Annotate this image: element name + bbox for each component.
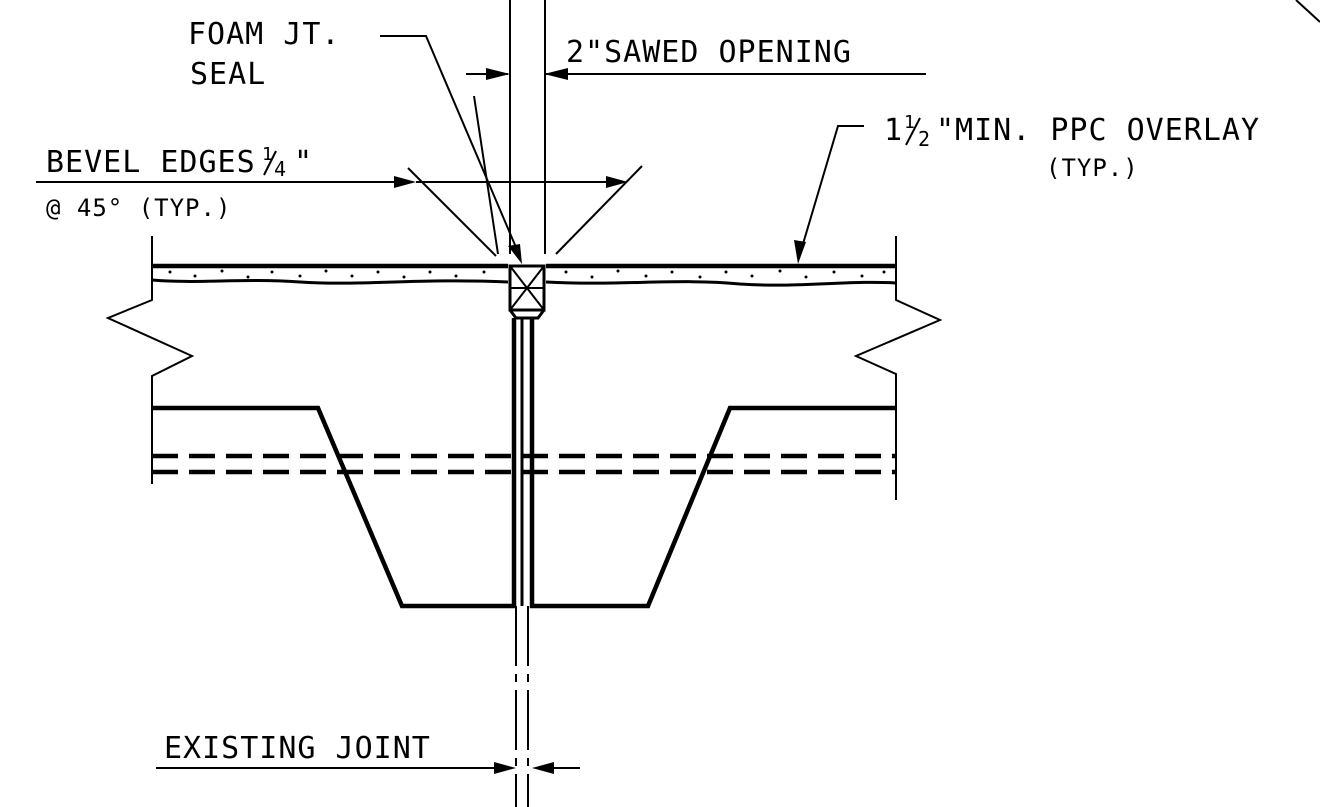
existing-joint-dimension [156,762,580,774]
foam-seal-line2: SEAL [190,57,266,92]
foam-joint-seal-label: FOAM JT. SEAL [188,17,341,92]
left-break-line [105,236,195,484]
ppc-overlay-label: 1 1 2 "MIN. PPC OVERLAY (TYP.) [884,112,1260,182]
right-break-line [853,236,943,500]
foam-seal [508,264,546,320]
overlay-arrowhead [794,240,806,264]
bevel-line1: BEVEL EDGES [46,145,256,180]
sawed-left-arrow [486,68,510,80]
bevel-frac-num: 1 [262,144,273,165]
overlay-frac-den: 2 [918,127,930,151]
beam-profile [152,318,896,609]
overlay-typ: (TYP.) [1046,154,1139,182]
existing-joint-text: EXISTING JOINT [164,731,431,766]
existing-joint-label: EXISTING JOINT [164,731,431,766]
bevel-edges-label: BEVEL EDGES 1 4 " @ 45° (TYP.) [46,144,313,222]
bevel-line2: @ 45° (TYP.) [46,194,231,222]
sawed-opening-label: 2"SAWED OPENING [566,35,852,70]
foam-seal-leader-line [380,35,519,253]
overlay-aggregate-pattern [168,269,886,279]
bevel-frac-bar [263,150,277,176]
foam-seal-arrowhead [508,244,522,264]
sawed-opening-dimension [466,68,926,80]
sawed-opening-text: 2"SAWED OPENING [566,35,852,70]
left-break-polyline [105,236,195,408]
bevel-arrow-left [394,176,416,188]
foam-seal-leader [380,35,522,264]
bevel-inch-mark: " [294,145,313,180]
existing-right-arrow [532,762,554,774]
bevel-frac-den: 4 [274,157,286,181]
ppc-overlay [151,263,897,287]
overlay-left-bottom [151,278,509,285]
right-break-polyline [853,236,943,408]
overlay-right-bottom [545,280,897,287]
bevel-leaders [36,95,643,257]
foam-seal-line1: FOAM JT. [188,17,341,52]
bevel-line1-main: BEVEL EDGES [46,145,256,180]
overlay-whole: 1 [884,113,903,148]
reinforcement [152,453,896,475]
existing-joint-lines [515,606,529,807]
sawed-opening-lines [509,0,546,254]
beam-right-profile [529,318,896,609]
beam-left-profile [152,318,517,609]
bevel-diag-left [407,167,497,257]
overlay-frac-num: 1 [904,112,915,133]
existing-left-arrow [494,762,516,774]
bevel-arrow-right [606,176,628,188]
bevel-diag-center [473,95,499,255]
corner-fragment-line [1295,0,1320,23]
foam-seal-base [508,309,546,320]
overlay-leader [794,125,864,264]
overlay-leader-line [799,125,864,255]
sawed-right-arrow [544,68,568,80]
overlay-main: "MIN. PPC OVERLAY [936,113,1260,148]
bevel-diag-right [555,165,643,255]
overlay-frac-bar [905,117,921,146]
